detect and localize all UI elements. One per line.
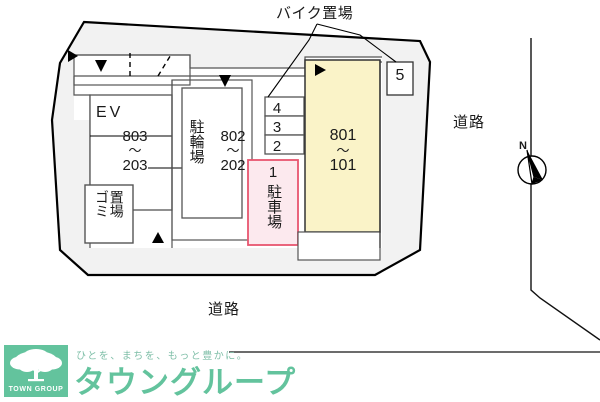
elevator-unit-range: 803 〜 203 (111, 129, 159, 173)
bicycle-parking-label: 駐輪場 (187, 119, 205, 164)
town-group-logo-mark: TOWN GROUP (4, 345, 68, 397)
garbage-label-col1: ゴミ (94, 190, 110, 218)
bicycle-unit-bottom: 202 (220, 156, 246, 174)
main-building-block[interactable] (304, 59, 381, 233)
road-boundary-line-right (530, 38, 600, 341)
car-parking-stall-label: 1 駐車場 (253, 165, 293, 232)
brand-name: タウングループ (74, 365, 297, 400)
car-parking-text: 駐車場 (265, 184, 283, 229)
entry-arrow-up-south-icon (152, 232, 164, 243)
compass-north-label: N (519, 140, 527, 152)
gate-dash-b (157, 52, 173, 77)
building-unit-tilde: 〜 (336, 143, 350, 158)
entry-arrow-right-east-icon (315, 64, 326, 76)
road-label-bottom: 道路 (208, 301, 241, 318)
north-corridor (73, 54, 191, 86)
tree-icon (4, 347, 68, 383)
elevator-unit-tilde: 〜 (128, 143, 142, 158)
bicycle-parking-block (181, 87, 243, 219)
bike-leader-to-5 (316, 23, 397, 63)
building-unit-top: 801 (329, 127, 357, 144)
bicycle-unit-tilde: 〜 (226, 143, 240, 158)
car-parking-number: 1 (268, 164, 278, 181)
car-parking-stall-1[interactable] (247, 159, 299, 246)
bicycle-unit-top: 802 (220, 128, 246, 145)
garbage-area-label: 置場 ゴミ (89, 190, 129, 238)
building-unit-range: 801 〜 101 (320, 128, 366, 174)
elevator-unit-bottom: 203 (122, 156, 148, 174)
footer-branding: TOWN GROUP ひとを、まちを、もっと豊かに。 タウングループ (0, 341, 600, 400)
bike-leader-to-4 (267, 23, 318, 98)
town-group-mark-text: TOWN GROUP (8, 386, 64, 393)
entry-arrow-down-center-icon (219, 75, 231, 87)
bike-stall-5[interactable] (386, 61, 414, 96)
corridor-wall-outline (74, 54, 382, 69)
bike-stall-3-number: 3 (272, 119, 282, 136)
entry-arrow-down-west-icon (95, 60, 107, 72)
bike-stall-2-number: 2 (272, 138, 282, 155)
entry-arrow-left-icon (68, 50, 78, 62)
garbage-label-col2: 置場 (108, 190, 125, 218)
building-south-annex (297, 231, 381, 261)
compass-rose (517, 149, 547, 185)
bike-stall-5-number: 5 (395, 67, 405, 84)
elevator-label: EV (96, 104, 124, 121)
bike-parking-label: バイク置場 (276, 5, 354, 22)
bicycle-parking-unit-range: 802 〜 202 (210, 129, 256, 173)
building-unit-bottom: 101 (329, 156, 357, 174)
road-label-right: 道路 (453, 114, 486, 131)
brand-tagline: ひとを、まちを、もっと豊かに。 (76, 351, 249, 362)
bike-stall-4-number: 4 (272, 100, 282, 117)
elevator-unit-top: 803 (122, 128, 148, 145)
garbage-area-box (84, 184, 134, 244)
bike-stall-2[interactable] (264, 134, 305, 155)
